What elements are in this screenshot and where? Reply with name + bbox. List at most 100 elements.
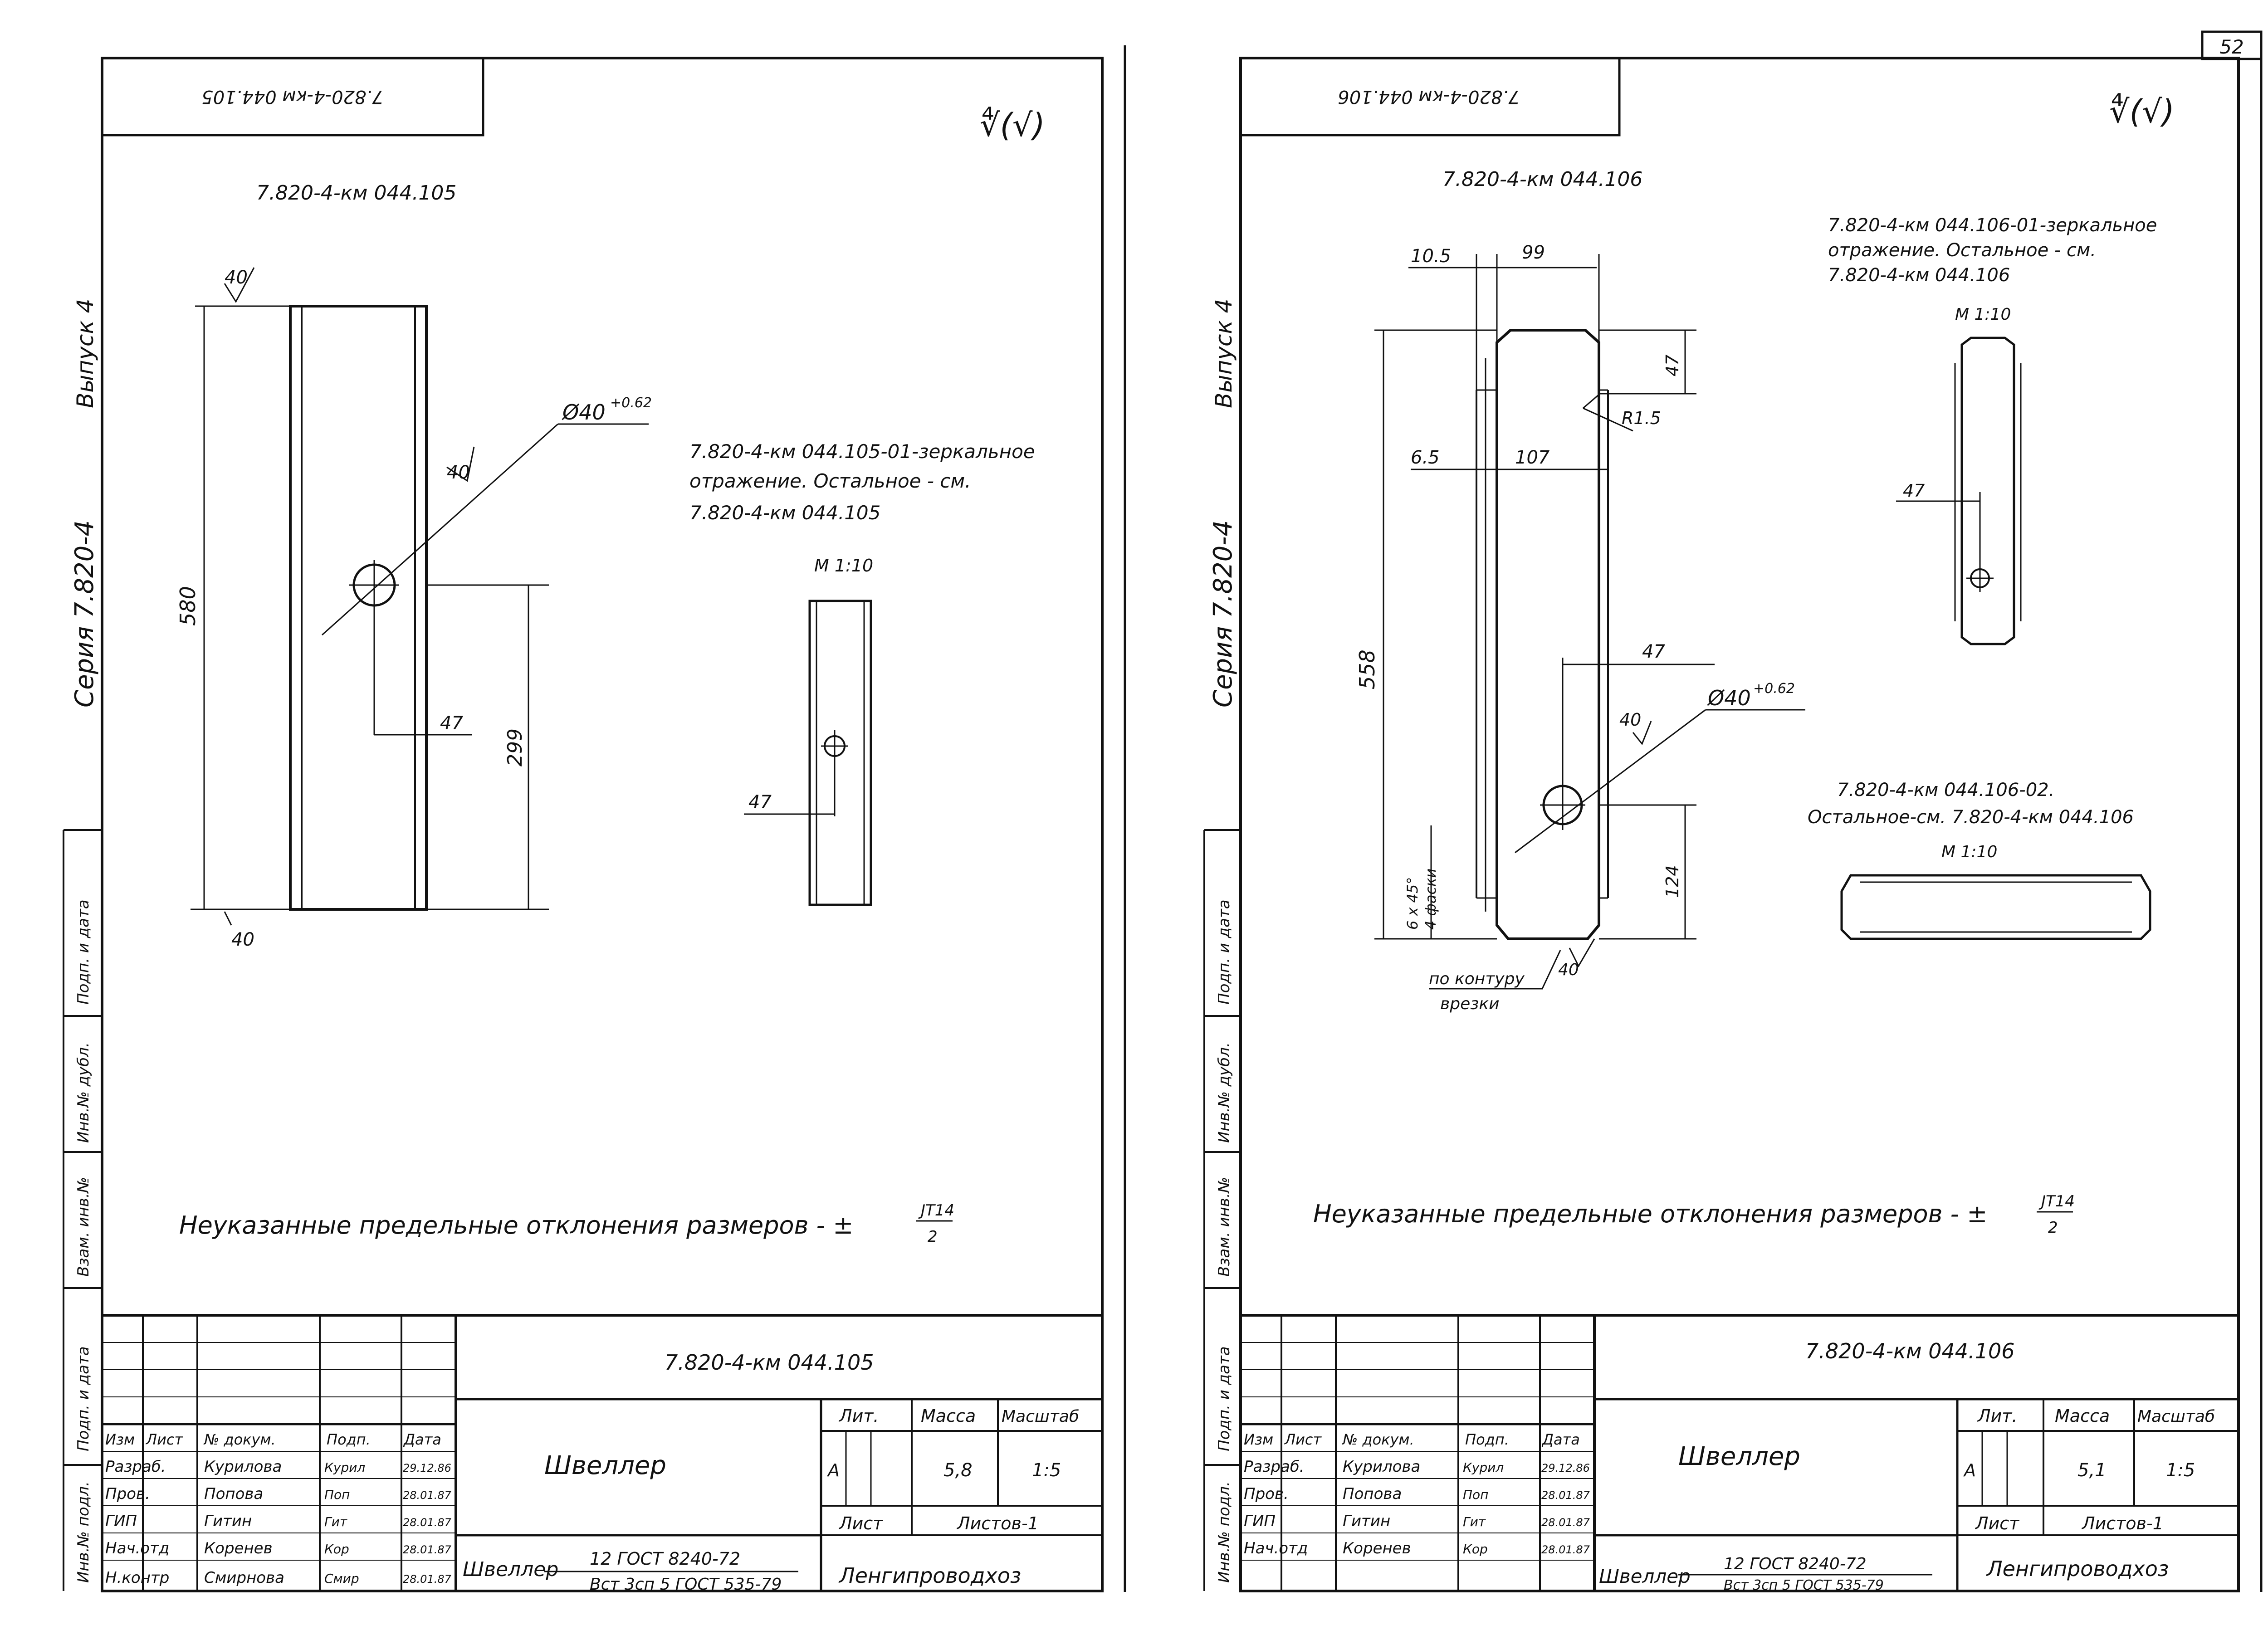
left-tb-lit-label: Лит. (838, 1406, 879, 1426)
right-tb-h-podp: Подп. (1465, 1431, 1509, 1448)
left-dim-hole-offset: 47 (440, 713, 463, 734)
left-tb-scale-value: 1:5 (1032, 1460, 1061, 1481)
right-dim-height: 558 (1355, 649, 1379, 689)
right-tb-sheets-label: Листов-1 (2081, 1513, 2164, 1533)
left-tb-r3-role: Нач.отд (105, 1539, 169, 1557)
right-code-box (1239, 57, 1621, 137)
left-stamp-vzam: Взам. инв.№ (74, 1177, 93, 1277)
right-dim-hole: Ø40 (1707, 686, 1751, 710)
right-roughness-mark: ∜(√) (2109, 93, 2175, 130)
left-tb-r2-sign: Гит (324, 1514, 347, 1529)
left-small-dim: 47 (748, 792, 772, 813)
page-number: 52 (2219, 36, 2244, 58)
right-tb-r1-date: 28.01.87 (1541, 1489, 1590, 1502)
right-tb-h-data: Дата (1541, 1431, 1580, 1448)
left-code-box (101, 57, 484, 137)
right-tb-r2-name: Гитин (1343, 1512, 1390, 1530)
right-tb-r2-sign: Гит (1463, 1514, 1486, 1529)
left-title-block (102, 1314, 1102, 1591)
right-tolerance-frac-top: JT14 (2038, 1192, 2075, 1210)
left-dim-roughness-bottom: 40 (231, 929, 254, 950)
right-stamp-inv-podl: Инв.№ подл. (1215, 1481, 1233, 1583)
left-note-mirror-2: отражение. Остальное - см. (689, 470, 971, 492)
right-tb-mass-value: 5,1 (2077, 1460, 2107, 1481)
left-tb-r0-date: 29.12.86 (403, 1462, 451, 1474)
right-tb-material-bottom: Вст 3сп 5 ГОСТ 535-79 (1724, 1577, 1884, 1593)
left-sheet: 7.820-4-км 044.105 ∜(√) Серия 7.820-4 Вы… (63, 45, 1126, 1594)
right-tb-material-prefix: Швеллер (1599, 1565, 1691, 1587)
right-tb-material-top: 12 ГОСТ 8240-72 (1724, 1555, 1867, 1573)
left-tb-r3-name: Коренев (204, 1539, 273, 1557)
left-tolerance-frac-top: JT14 (918, 1201, 954, 1220)
left-tolerance-frac-bottom: 2 (928, 1228, 938, 1246)
right-note-02-2: Остальное-см. 7.820-4-км 044.106 (1808, 807, 2134, 828)
left-tb-org: Ленгипроводхоз (838, 1563, 1021, 1588)
right-tb-r3-name: Коренев (1343, 1539, 1411, 1557)
right-tolerance-note: Неуказанные предельные отклонения размер… (1313, 1200, 1987, 1228)
left-tb-r1-name: Попова (204, 1485, 263, 1503)
right-tb-scale-label: Масштаб (2137, 1407, 2215, 1426)
right-tb-r2-date: 28.01.87 (1541, 1516, 1590, 1529)
left-tolerance-note: Неуказанные предельные отклонения размер… (179, 1211, 853, 1240)
right-tb-r1-role: Пров. (1244, 1485, 1289, 1503)
right-dim-contour2: врезки (1440, 995, 1500, 1013)
left-tb-r0-sign: Курил (324, 1460, 365, 1475)
right-sheet: 7.820-4-км 044.106 ∜(√) Серия 7.820-4 Вы… (1203, 45, 2263, 1593)
left-tb-scale-label: Масштаб (1002, 1407, 1079, 1426)
left-note-mirror-3: 7.820-4-км 044.105 (689, 502, 880, 524)
right-dim-w2: 99 (1522, 242, 1545, 263)
right-tb-r1-name: Попова (1343, 1485, 1402, 1503)
right-dim-top-h: 47 (1662, 355, 1682, 376)
right-note-mirror-3: 7.820-4-км 044.106 (1828, 265, 2010, 286)
right-tb-sheet-label: Лист (1975, 1513, 2020, 1533)
right-title-block (1241, 1314, 2239, 1591)
left-tb-r1-date: 28.01.87 (403, 1489, 452, 1502)
left-tb-material-bottom: Вст 3сп 5 ГОСТ 535-79 (590, 1575, 782, 1594)
right-dim-hole-tol: +0.62 (1753, 681, 1795, 697)
left-tb-lit-value: А (826, 1460, 840, 1480)
right-dim-w1: 10.5 (1411, 246, 1451, 267)
right-tb-r0-date: 29.12.86 (1541, 1462, 1590, 1474)
right-stamp-podp-data-2: Подп. и дата (1215, 899, 1233, 1005)
right-part-code: 7.820-4-км 044.106 (1442, 168, 1642, 191)
left-tb-r1-sign: Поп (324, 1487, 350, 1502)
left-tb-r4-date: 28.01.87 (403, 1573, 452, 1586)
left-tb-h-izm: Изм (105, 1431, 135, 1448)
left-tb-doc-code: 7.820-4-км 044.105 (665, 1350, 874, 1375)
right-side-issue: Выпуск 4 (1211, 299, 1237, 408)
left-stamp-podp-data-2: Подп. и дата (74, 899, 93, 1005)
left-dim-roughness-top: 40 (225, 267, 248, 288)
right-dim-radius: R1.5 (1622, 408, 1661, 428)
left-tb-mass-value: 5,8 (943, 1460, 973, 1481)
left-dim-hole: Ø40 (562, 400, 606, 425)
left-tb-material-prefix: Швеллер (463, 1558, 558, 1581)
right-small-dim: 47 (1903, 481, 1925, 501)
right-dim-contour: по контуру (1429, 970, 1525, 988)
right-small-view-2 (1840, 874, 2151, 940)
right-scale-label-2: М 1:10 (1941, 843, 1997, 861)
left-tb-h-list: Лист (146, 1431, 183, 1448)
left-tb-r0-name: Курилова (204, 1458, 282, 1476)
left-tb-r2-role: ГИП (105, 1512, 137, 1530)
left-stamp-inv-dubl: Инв.№ дубл. (74, 1042, 93, 1143)
right-tb-h-list: Лист (1284, 1431, 1322, 1448)
right-stamp-podp-data-1: Подп. и дата (1215, 1346, 1233, 1451)
right-dim-roughness-bottom: 40 (1558, 961, 1579, 979)
left-code-upside-down: 7.820-4-км 044.105 (201, 86, 383, 107)
left-tb-material-top: 12 ГОСТ 8240-72 (590, 1549, 740, 1569)
right-scale-label-1: М 1:10 (1955, 305, 2011, 324)
left-tb-r2-date: 28.01.87 (403, 1516, 452, 1529)
right-note-02-1: 7.820-4-км 044.106-02. (1837, 780, 2054, 800)
right-dim-w3: 6.5 (1411, 447, 1440, 468)
right-tb-doc-code: 7.820-4-км 044.106 (1805, 1339, 2014, 1363)
right-tolerance-frac-bottom: 2 (2048, 1219, 2058, 1237)
left-side-issue: Выпуск 4 (72, 299, 98, 408)
right-stamp-inv-dubl: Инв.№ дубл. (1215, 1042, 1233, 1143)
right-tb-product-name: Швеллер (1678, 1442, 1800, 1471)
right-sheet-frame (1239, 57, 2240, 1592)
right-dim-roughness-hole: 40 (1619, 710, 1641, 730)
right-note-mirror-2: отражение. Остальное - см. (1828, 240, 2096, 261)
right-tb-r1-sign: Поп (1463, 1487, 1489, 1502)
left-roughness-mark: ∜(√) (980, 107, 1045, 144)
